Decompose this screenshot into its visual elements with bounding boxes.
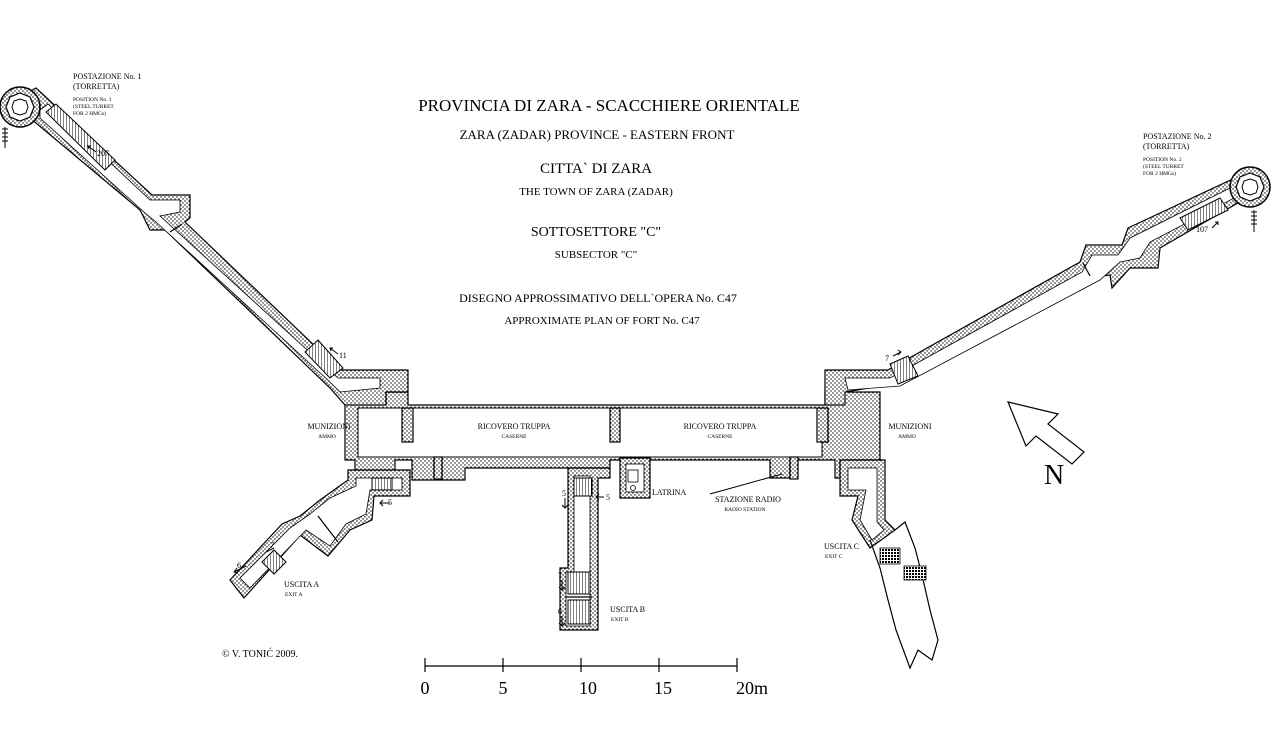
step-count: 107 [1196, 225, 1208, 234]
step-count: 7 [558, 571, 562, 580]
pos1-it-2: (TORRETTA) [73, 82, 120, 91]
title-en-city: THE TOWN OF ZARA (ZADAR) [519, 186, 673, 198]
title-en-plan: APPROXIMATE PLAN OF FORT No. C47 [504, 315, 700, 327]
copyright-label: © V. TONIĆ 2009. [222, 648, 298, 660]
pos1-en-1: POSITION No. 1 [73, 97, 112, 103]
scale-tick-label: 10 [579, 678, 597, 698]
pos2-en-2: (STEEL TURRET [1143, 163, 1184, 170]
barracks1-it-label: RICOVERO TRUPPA [478, 422, 551, 431]
step-count: 5 [606, 493, 610, 502]
step-count: 7 [885, 354, 889, 363]
main-gallery [344, 391, 881, 481]
step-count: 5 [562, 489, 566, 498]
exit-a-it-label: USCITA A [284, 580, 319, 589]
pos2-it-1: POSTAZIONE No. 2 [1143, 132, 1211, 141]
step-count: 6 [237, 561, 241, 570]
exit-b-it-label: USCITA B [610, 605, 645, 614]
radio-it-label: STAZIONE RADIO [715, 495, 781, 504]
left-gallery [0, 86, 409, 406]
exit-c-en-label: EXIT C [825, 554, 843, 560]
title-it-city: CITTA` DI ZARA [540, 161, 652, 177]
scale-tick-label: 5 [499, 678, 508, 698]
scale-tick-label: 20m [736, 678, 768, 698]
pos2-it-2: (TORRETTA) [1143, 142, 1190, 151]
title-en-main: ZARA (ZADAR) PROVINCE - EASTERN FRONT [460, 127, 735, 142]
muni-right-label: MUNIZIONI [888, 422, 931, 431]
step-count: 207 [97, 149, 109, 158]
scale-tick-label: 0 [421, 678, 430, 698]
latrine-room [619, 457, 651, 499]
ammo-left-label: AMMO [318, 434, 336, 440]
exit-c-it-label: USCITA C [824, 542, 859, 551]
scale-bar [424, 658, 738, 672]
pos1-it-1: POSTAZIONE No. 1 [73, 72, 141, 81]
step-arrows [87, 145, 1219, 627]
pos1-en-3: FOR 2 HMGs) [73, 110, 106, 117]
north-arrow-icon [1007, 401, 1085, 465]
pos1-en-2: (STEEL TURRET [73, 103, 114, 110]
exit-c-passage [839, 459, 939, 670]
barracks2-en-label: CASERNE [707, 434, 733, 440]
exit-b-passage [559, 467, 611, 631]
step-count: 6 [558, 607, 562, 616]
pos2-en-3: FOR 2 HMGs) [1143, 170, 1176, 177]
pos2-en-1: POSITION No. 2 [1143, 157, 1182, 163]
title-it-sub: SOTTOSETTORE "C" [531, 225, 661, 240]
step-count: 11 [339, 351, 347, 360]
north-label: N [1044, 460, 1064, 491]
right-gallery [824, 166, 1271, 406]
radio-en-label: RADIO STATION [724, 507, 765, 513]
barracks2-it-label: RICOVERO TRUPPA [684, 422, 757, 431]
step-count: 5 [388, 498, 392, 507]
title-en-sub: SUBSECTOR "C" [555, 249, 637, 261]
scale-tick-label: 15 [654, 678, 672, 698]
exit-a-passage [229, 469, 411, 599]
barracks1-en-label: CASERNE [501, 434, 527, 440]
latrine-label: LATRINA [652, 488, 686, 497]
title-it-main: PROVINCIA DI ZARA - SCACCHIERE ORIENTALE [418, 96, 800, 115]
title-it-plan: DISEGNO APPROSSIMATIVO DELL`OPERA No. C4… [459, 291, 737, 305]
exit-b-en-label: EXIT B [611, 617, 629, 623]
step-count: 7 [270, 541, 274, 550]
exit-a-en-label: EXIT A [285, 592, 302, 598]
muni-left-label: MUNIZIONI [307, 422, 350, 431]
ammo-right-label: AMMO [898, 434, 916, 440]
